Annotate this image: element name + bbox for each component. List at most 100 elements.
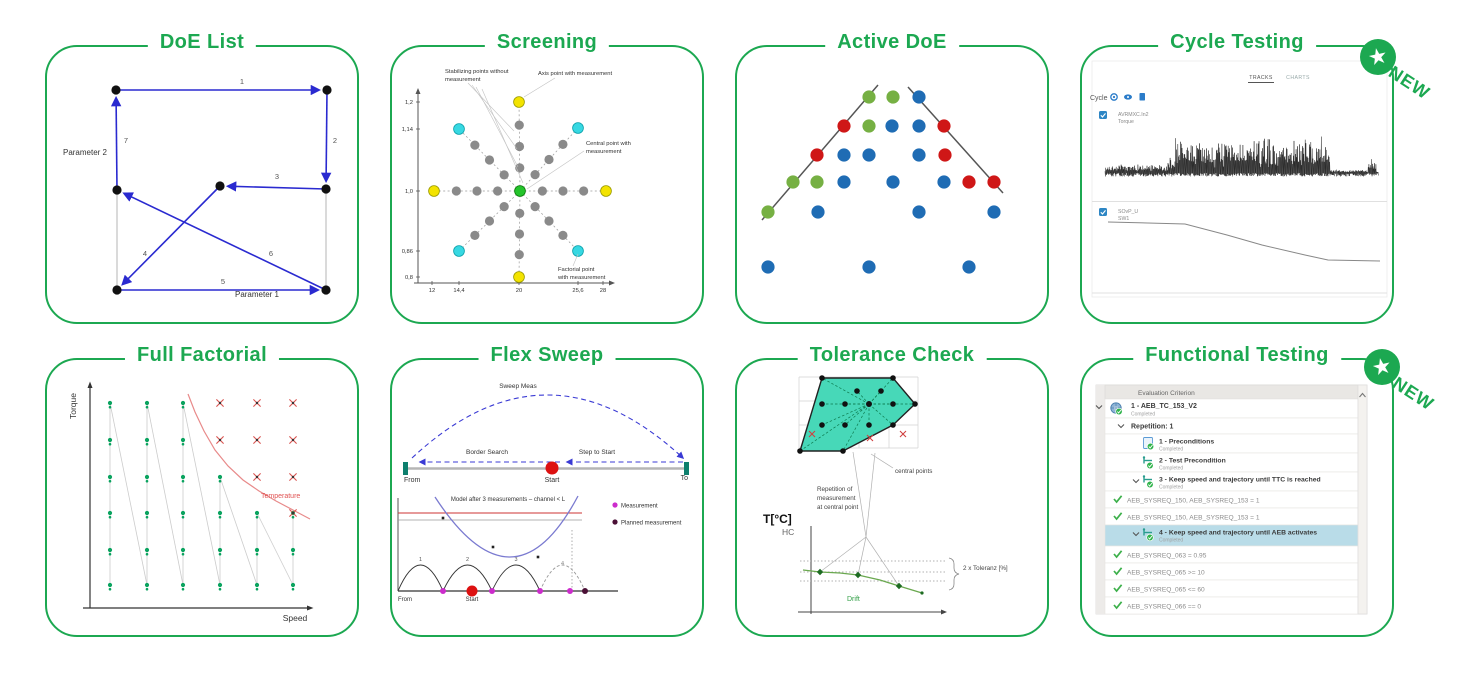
xlabel: Parameter 1 [234,290,279,299]
doe-arrow-label: 4 [142,249,146,258]
doe-arrow [110,95,121,190]
measure-point-sub [218,552,221,555]
doe-arrow-label: 7 [123,136,127,145]
measurement-point [536,587,543,594]
measure-point-sub [181,552,184,555]
invalid-x [899,430,906,437]
cycle-eye-icon[interactable] [1123,93,1132,100]
stabilizing-point [499,169,509,179]
poly-point [853,387,860,394]
criterion-check-icon [1112,566,1122,575]
poly-point [818,400,825,407]
measure-point [290,582,295,587]
measure-point [144,437,149,442]
border-search-label: Border Search [466,449,508,456]
spoke [868,403,893,425]
measure-point-sub [108,515,111,518]
annotation: Factorial point [558,267,595,273]
y-axis-arrow [87,381,92,388]
x-tick-label: 25,6 [572,288,583,294]
dot [1142,527,1145,531]
pointer-line [870,453,893,468]
hop-number: 2 [465,557,468,563]
step-title: 1 - Preconditions [1159,438,1214,445]
measure-point-sub [108,552,111,555]
tab-tracks[interactable]: TRACKS [1247,75,1274,83]
completed-check-icon [1145,461,1154,469]
stabilizing-point [469,230,479,240]
doe-point-g [785,174,800,189]
annotation: measurement [586,149,622,155]
ray [519,127,578,191]
ray [458,128,520,191]
sweep-jump-line [146,402,183,585]
from2-label: From [398,597,412,603]
doe-point-g [861,89,876,104]
step-status: Completed [1159,537,1183,543]
measure-point [144,400,149,405]
doe-point-b [961,259,976,274]
legend-label: Planned measurement [621,520,682,526]
doe-arrow [120,184,221,286]
track1-checkbox[interactable] [1098,110,1107,119]
doe-point-r [961,174,976,189]
scrollbar[interactable] [1357,384,1367,614]
doe-point-b [986,204,1001,219]
cycle-gear-icon[interactable] [1109,92,1118,101]
doe-node [320,183,331,194]
doe-arrow-label: 1 [239,77,243,86]
measure-point [217,474,222,479]
measure-point [254,582,259,587]
measure-point-sub [181,515,184,518]
measure-point-sub [181,405,184,408]
sweep-jump-line [182,402,220,585]
measure-point-sub [291,552,294,555]
tab-charts[interactable]: CHARTS [1286,75,1310,81]
measure-point-sub [108,442,111,445]
header-label: Evaluation Criterion [1138,390,1195,397]
measure-point [180,510,185,515]
check-glyph [1148,444,1153,449]
criterion-text: AEB_SYSREQ_150, AEB_SYSREQ_153 = 1 [1127,497,1260,504]
ray [519,190,578,251]
star-icon: ★ [1365,42,1391,71]
expander-icon [1117,423,1124,428]
measure-point [180,547,185,552]
measure-point [107,400,112,405]
measure-point-sub [145,552,148,555]
completed-check-icon [1145,480,1154,488]
measure-point-sub [145,405,148,408]
cycle-doc-icon[interactable] [1139,92,1145,101]
repeat-measure-diamond [816,568,823,575]
measure-point [217,510,222,515]
stabilizing-point [514,120,524,130]
panel-title-flex-sweep: Flex Sweep [478,344,616,367]
doe-point-b [760,259,775,274]
criterion-text: AEB_SYSREQ_150, AEB_SYSREQ_153 = 1 [1127,514,1260,521]
hop-arc [442,564,492,591]
track2-checkbox[interactable] [1098,207,1107,216]
dot [1142,474,1145,478]
drift-label: Drift [847,596,860,603]
spoke [821,403,869,425]
criterion-check-icon [1112,511,1122,520]
doe-arrow [320,89,331,183]
tree-row[interactable] [1104,433,1358,453]
app-window [1091,60,1387,297]
hop-arc [397,564,443,591]
temperature-curve [186,393,310,520]
pointer-line [467,82,514,131]
y-tick-label: 1,14 [401,127,413,133]
annotation: Axis point with measurement [538,71,612,77]
axis-point [512,95,525,108]
doe-point-r [937,147,952,162]
measure-point-sub [108,587,111,590]
doe-node [110,84,121,95]
invalid-x [808,430,815,437]
torque-waveform [1104,136,1379,177]
measure-point [290,547,295,552]
tree-row[interactable] [1104,452,1358,472]
stabilizing-point [543,154,554,164]
